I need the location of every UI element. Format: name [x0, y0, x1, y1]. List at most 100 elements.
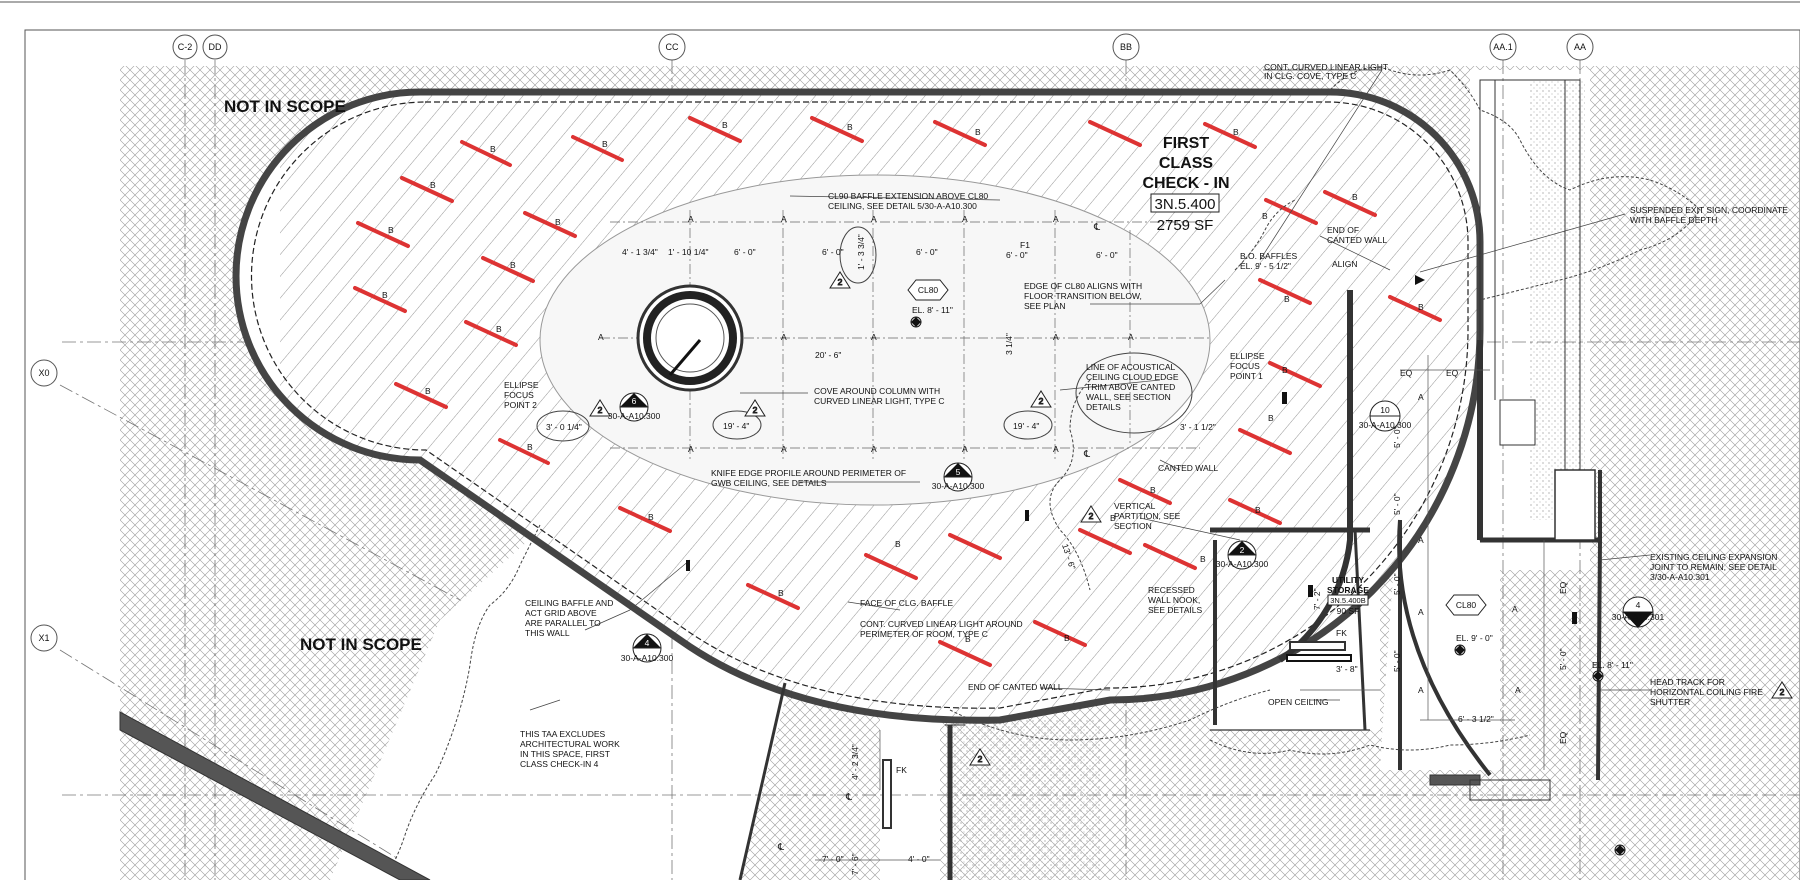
svg-text:A: A: [598, 332, 604, 342]
svg-text:A: A: [1418, 392, 1424, 402]
svg-text:A: A: [871, 444, 877, 454]
svg-text:JOINT TO REMAIN, SEE DETAIL: JOINT TO REMAIN, SEE DETAIL: [1650, 562, 1777, 572]
svg-text:4' - 2 3/4": 4' - 2 3/4": [850, 744, 860, 780]
centerline-symbols: ℄ ℄ ℄ ℄: [777, 222, 1101, 853]
detail-marker-4: 4 30-A-A10.300: [621, 633, 674, 663]
column-cove: [636, 284, 744, 392]
svg-text:FOCUS: FOCUS: [1230, 361, 1260, 371]
svg-text:B: B: [975, 127, 981, 137]
svg-text:F1: F1: [1020, 240, 1030, 250]
svg-text:A: A: [1512, 604, 1518, 614]
svg-text:EQ: EQ: [1558, 581, 1568, 594]
svg-text:℄: ℄: [1093, 222, 1101, 233]
svg-text:B: B: [1352, 192, 1358, 202]
svg-text:CLASS CHECK-IN 4: CLASS CHECK-IN 4: [520, 759, 599, 769]
svg-text:7' - 6": 7' - 6": [850, 853, 860, 875]
svg-text:EQ: EQ: [1446, 368, 1459, 378]
svg-text:PARTITION, SEE: PARTITION, SEE: [1114, 511, 1181, 521]
svg-text:DD: DD: [209, 42, 222, 52]
detail-marker-5: 5 30-A-A10.300: [932, 462, 984, 492]
svg-text:GWB CEILING, SEE DETAILS: GWB CEILING, SEE DETAILS: [711, 478, 827, 488]
svg-text:A: A: [1053, 444, 1059, 454]
svg-text:2: 2: [753, 405, 758, 415]
baffle-tags: B B B B B B B B B B B B B B B B B B B B …: [382, 120, 1424, 644]
grid-bubble-dd: DD: [202, 34, 228, 60]
revision-triangles: 2 2 2 2 2 2 2: [589, 271, 1793, 766]
svg-text:5' - 0": 5' - 0": [1392, 426, 1402, 448]
svg-text:B: B: [895, 539, 901, 549]
detail-marker-4b: 4 30-A-A10.301: [1612, 596, 1664, 628]
svg-text:A: A: [962, 444, 968, 454]
grid-bubble-aa: AA: [1566, 33, 1594, 61]
svg-text:CL90 BAFFLE EXTENSION ABOVE CL: CL90 BAFFLE EXTENSION ABOVE CL80: [828, 191, 988, 201]
svg-text:CONT. CURVED LINEAR LIGHT: CONT. CURVED LINEAR LIGHT: [1264, 62, 1388, 72]
svg-text:6' - 0": 6' - 0": [1006, 250, 1028, 260]
svg-text:CEILING, SEE DETAIL 5/30-A-A10: CEILING, SEE DETAIL 5/30-A-A10.300: [828, 201, 977, 211]
svg-text:ALIGN: ALIGN: [1332, 259, 1358, 269]
svg-text:POINT 1: POINT 1: [1230, 371, 1263, 381]
svg-text:7' - 0": 7' - 0": [822, 854, 844, 864]
svg-text:A: A: [1053, 214, 1059, 224]
svg-text:EL. 9' - 0": EL. 9' - 0": [1456, 633, 1493, 643]
svg-text:B: B: [1233, 127, 1239, 137]
exit-sign-icon: [1415, 275, 1425, 285]
svg-text:COVE AROUND COLUMN WITH: COVE AROUND COLUMN WITH: [814, 386, 940, 396]
svg-text:B: B: [510, 260, 516, 270]
svg-text:3' - 1 1/2": 3' - 1 1/2": [1180, 422, 1216, 432]
svg-text:WITH BAFFLE DEPTH: WITH BAFFLE DEPTH: [1630, 215, 1717, 225]
svg-text:SEE PLAN: SEE PLAN: [1024, 301, 1066, 311]
svg-text:ACT GRID ABOVE: ACT GRID ABOVE: [525, 608, 597, 618]
svg-text:3N.5.400B: 3N.5.400B: [1330, 596, 1365, 605]
svg-text:6' - 0": 6' - 0": [916, 247, 938, 257]
svg-text:30-A-A10.300: 30-A-A10.300: [1359, 420, 1412, 430]
svg-text:2: 2: [598, 405, 603, 415]
svg-text:THIS WALL: THIS WALL: [525, 628, 570, 638]
svg-text:10: 10: [1380, 405, 1390, 415]
svg-text:CONT. CURVED LINEAR LIGHT AROU: CONT. CURVED LINEAR LIGHT AROUND: [860, 619, 1023, 629]
leader-lines: [529, 69, 1651, 711]
svg-text:5' - 0": 5' - 0": [1392, 650, 1402, 672]
svg-text:A: A: [1418, 535, 1424, 545]
svg-text:7' - 2": 7' - 2": [1312, 588, 1322, 610]
svg-text:30-A-A10.300: 30-A-A10.300: [1216, 559, 1269, 569]
svg-text:CL80: CL80: [1456, 600, 1477, 610]
svg-text:B: B: [847, 122, 853, 132]
svg-text:FLOOR TRANSITION BELOW,: FLOOR TRANSITION BELOW,: [1024, 291, 1142, 301]
svg-text:EQ: EQ: [1558, 731, 1568, 744]
svg-text:STORAGE: STORAGE: [1327, 585, 1369, 595]
svg-text:4: 4: [645, 638, 650, 648]
svg-text:B: B: [1268, 413, 1274, 423]
svg-text:3N.5.400: 3N.5.400: [1155, 196, 1216, 213]
svg-text:B: B: [602, 139, 608, 149]
svg-text:1' - 10 1/4": 1' - 10 1/4": [668, 247, 709, 257]
svg-text:3/30-A-A10.301: 3/30-A-A10.301: [1650, 572, 1710, 582]
svg-text:5' - 0": 5' - 0": [1558, 648, 1568, 670]
detail-marker-2: 2 30-A-A10.300: [1216, 540, 1269, 570]
svg-text:5' - 0": 5' - 0": [1392, 573, 1402, 595]
svg-text:6' - 0": 6' - 0": [822, 247, 844, 257]
svg-text:FACE OF CLG. BAFFLE: FACE OF CLG. BAFFLE: [860, 598, 953, 608]
svg-text:90 SF: 90 SF: [1337, 606, 1360, 616]
svg-text:B: B: [527, 442, 533, 452]
svg-text:AA: AA: [1574, 42, 1586, 52]
svg-text:EL. 8' - 11": EL. 8' - 11": [912, 305, 953, 315]
svg-text:HEAD TRACK FOR: HEAD TRACK FOR: [1650, 677, 1725, 687]
svg-text:4' - 0": 4' - 0": [908, 854, 930, 864]
svg-text:FIRST: FIRST: [1163, 135, 1209, 152]
grid-bubble-x0: X0: [30, 359, 58, 387]
svg-text:30-A-A10.300: 30-A-A10.300: [621, 653, 674, 663]
grid-bubble-aa1: AA.1: [1489, 33, 1517, 61]
svg-text:B: B: [778, 588, 784, 598]
svg-text:IN THIS SPACE, FIRST: IN THIS SPACE, FIRST: [520, 749, 610, 759]
sprinkler-icon-4: [1614, 844, 1626, 856]
svg-text:A: A: [1515, 685, 1521, 695]
svg-text:B.O. BAFFLES: B.O. BAFFLES: [1240, 251, 1297, 261]
svg-text:A: A: [688, 214, 694, 224]
svg-text:2: 2: [978, 754, 983, 764]
svg-text:B: B: [430, 180, 436, 190]
svg-text:ARE PARALLEL TO: ARE PARALLEL TO: [525, 618, 601, 628]
svg-text:X0: X0: [38, 368, 49, 378]
svg-text:30-A-A10.300: 30-A-A10.300: [608, 411, 661, 421]
svg-text:SUSPENDED EXIT SIGN, COORDINAT: SUSPENDED EXIT SIGN, COORDINATE: [1630, 205, 1788, 215]
